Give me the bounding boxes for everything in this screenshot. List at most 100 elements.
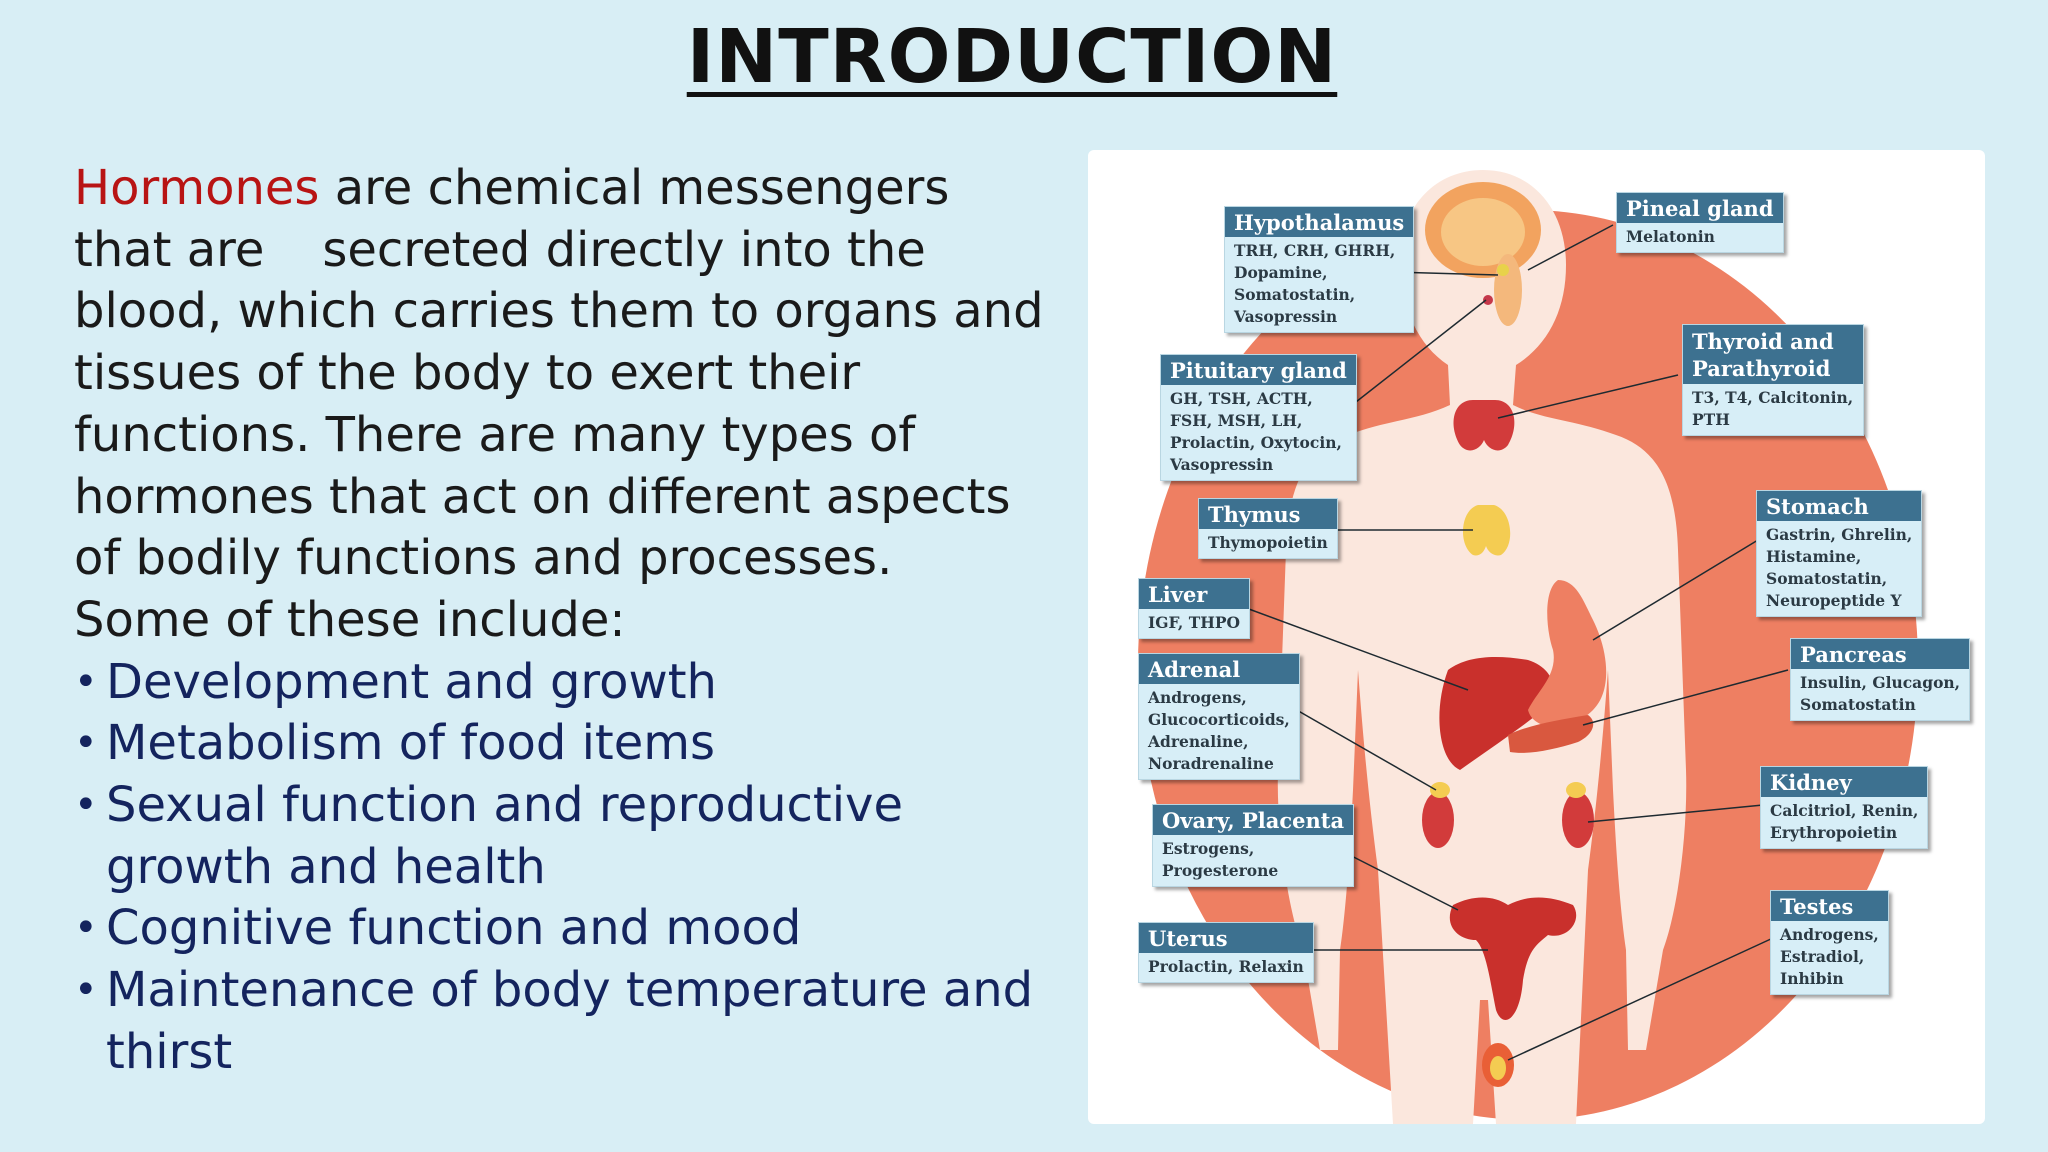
hormone-line: Glucocorticoids, (1148, 710, 1290, 729)
label-hypothalamus: Hypothalamus TRH, CRH, GHRH, Dopamine, S… (1224, 206, 1415, 333)
hormones-highlight: Hormones (74, 160, 320, 216)
hormone-line: Melatonin (1626, 227, 1715, 246)
hormone-line: Thymopoietin (1208, 533, 1328, 552)
connector-kidney (1587, 804, 1764, 823)
hormone-line: T3, T4, Calcitonin, PTH (1692, 388, 1854, 429)
hypothalamus-dot (1497, 264, 1509, 276)
intro-line2b: secreted directly into the (322, 221, 926, 278)
connector-liver (1237, 604, 1469, 691)
label-hypothalamus-name: Hypothalamus (1225, 207, 1414, 237)
label-liver-hormones: IGF, THPO (1139, 609, 1249, 638)
label-adrenal: Adrenal Androgens, Glucocorticoids, Adre… (1138, 653, 1300, 780)
label-testes-name: Testes (1771, 891, 1888, 921)
hormone-line: Dopamine, (1234, 263, 1328, 282)
uterus-organ (1449, 897, 1577, 1020)
bullet-item: Sexual function and reproductive growth … (74, 775, 1064, 898)
intro-paragraph: Hormones are chemical messengers that ar… (74, 158, 1064, 652)
hormone-line: Vasopressin (1170, 455, 1274, 474)
label-stomach: Stomach Gastrin, Ghrelin, Histamine, Som… (1756, 490, 1923, 617)
hormone-line: Calcitriol, Renin, (1770, 801, 1919, 820)
connector-lines (1237, 224, 1789, 1061)
connector-pancreas (1582, 669, 1789, 726)
brain-inner (1441, 198, 1525, 266)
label-ovary-hormones: Estrogens, Progesterone (1153, 835, 1353, 886)
label-pineal: Pineal gland Melatonin (1616, 192, 1784, 253)
brainstem (1494, 254, 1522, 326)
label-liver-name: Liver (1139, 579, 1250, 609)
label-adrenal-hormones: Androgens, Glucocorticoids, Adrenaline, … (1139, 684, 1299, 779)
bullet-item: Metabolism of food items (74, 713, 1064, 775)
adrenal-right (1566, 782, 1586, 798)
label-thyroid-name: Thyroid and Parathyroid (1683, 325, 1863, 384)
connector-pituitary (1332, 299, 1487, 421)
hormone-line: FSH, MSH, LH, (1170, 411, 1303, 430)
hormone-line: Androgens, (1148, 688, 1247, 707)
hormone-line: Estradiol, (1780, 947, 1865, 966)
connector-pineal (1527, 224, 1614, 271)
label-hypothalamus-hormones: TRH, CRH, GHRH, Dopamine, Somatostatin, … (1225, 237, 1413, 332)
bullet-item: Maintenance of body temperature and thir… (74, 960, 1064, 1083)
slide-title: INTRODUCTION (686, 14, 1338, 100)
hormone-line: Vasopressin (1234, 307, 1338, 326)
hormone-line: Noradrenaline (1148, 754, 1274, 773)
label-stomach-name: Stomach (1757, 491, 1922, 521)
liver-organ (1439, 657, 1553, 770)
label-stomach-hormones: Gastrin, Ghrelin, Histamine, Somatostati… (1757, 521, 1921, 616)
label-adrenal-name: Adrenal (1139, 654, 1299, 684)
pancreas-organ (1508, 715, 1594, 753)
label-uterus: Uterus Prolactin, Relaxin (1138, 922, 1314, 983)
label-liver: Liver IGF, THPO (1138, 578, 1251, 639)
thyroid-organ (1453, 400, 1515, 451)
intro-rest: blood, which carries them to organs and … (74, 283, 1044, 587)
hormone-line: Estrogens, (1162, 839, 1255, 858)
label-kidney-hormones: Calcitriol, Renin, Erythropoietin (1761, 797, 1927, 848)
endocrine-system-diagram: Hypothalamus TRH, CRH, GHRH, Dopamine, S… (1088, 150, 1985, 1124)
bullet-item: Cognitive function and mood (74, 898, 1064, 960)
label-thymus-name: Thymus (1199, 499, 1337, 529)
hormone-line: Somatostatin, (1766, 569, 1888, 588)
label-pituitary-name: Pituitary gland (1161, 355, 1356, 385)
function-bullet-list: Development and growth Metabolism of foo… (74, 652, 1064, 1084)
label-testes-hormones: Androgens, Estradiol, Inhibin (1771, 921, 1888, 994)
connector-testes (1507, 937, 1774, 1061)
hormone-line: Somatostatin (1800, 695, 1916, 714)
kidney-right (1562, 792, 1594, 848)
thymus-organ (1462, 505, 1511, 556)
label-pancreas: Pancreas Insulin, Glucagon, Somatostatin (1790, 638, 1971, 721)
testes-inner (1490, 1056, 1506, 1080)
hormone-line: Erythropoietin (1770, 823, 1898, 842)
hormone-line: Inhibin (1780, 969, 1844, 988)
connector-stomach (1592, 539, 1759, 641)
label-ovary-placenta: Ovary, Placenta Estrogens, Progesterone (1152, 804, 1355, 887)
intro-text-block: Hormones are chemical messengers that ar… (74, 158, 1064, 1084)
hormone-line: GH, TSH, ACTH, (1170, 389, 1313, 408)
adrenal-left (1430, 782, 1450, 798)
label-thymus-hormones: Thymopoietin (1199, 529, 1337, 558)
label-testes: Testes Androgens, Estradiol, Inhibin (1770, 890, 1889, 995)
label-ovary-name: Ovary, Placenta (1153, 805, 1354, 835)
hormone-line: Androgens, (1780, 925, 1879, 944)
label-uterus-name: Uterus (1139, 923, 1313, 953)
label-pancreas-hormones: Insulin, Glucagon, Somatostatin (1791, 669, 1969, 720)
label-thymus: Thymus Thymopoietin (1198, 498, 1338, 559)
bullet-item: Development and growth (74, 652, 1064, 714)
label-pituitary-hormones: GH, TSH, ACTH, FSH, MSH, LH, Prolactin, … (1161, 385, 1356, 480)
body-silhouette (1277, 170, 1687, 1124)
label-kidney-name: Kidney (1761, 767, 1928, 797)
intro-line2a: that are (74, 221, 265, 278)
label-thyroid: Thyroid and Parathyroid T3, T4, Calciton… (1682, 324, 1864, 436)
hormone-line: Histamine, (1766, 547, 1862, 566)
label-uterus-hormones: Prolactin, Relaxin (1139, 953, 1313, 982)
label-kidney: Kidney Calcitriol, Renin, Erythropoietin (1760, 766, 1929, 849)
connector-adrenal (1287, 704, 1437, 791)
hormone-line: IGF, THPO (1148, 613, 1241, 632)
label-pineal-name: Pineal gland (1617, 193, 1783, 223)
label-pancreas-name: Pancreas (1791, 639, 1970, 669)
intro-line1-rest: are chemical messengers (319, 160, 950, 216)
hormone-line: Prolactin, Relaxin (1148, 957, 1304, 976)
intro-lead: Some of these include: (74, 591, 626, 648)
hormone-line: Prolactin, Oxytocin, (1170, 433, 1342, 452)
pituitary-dot (1483, 295, 1493, 305)
hormone-line: Somatostatin, (1234, 285, 1356, 304)
hormone-line: Insulin, Glucagon, (1800, 673, 1961, 692)
